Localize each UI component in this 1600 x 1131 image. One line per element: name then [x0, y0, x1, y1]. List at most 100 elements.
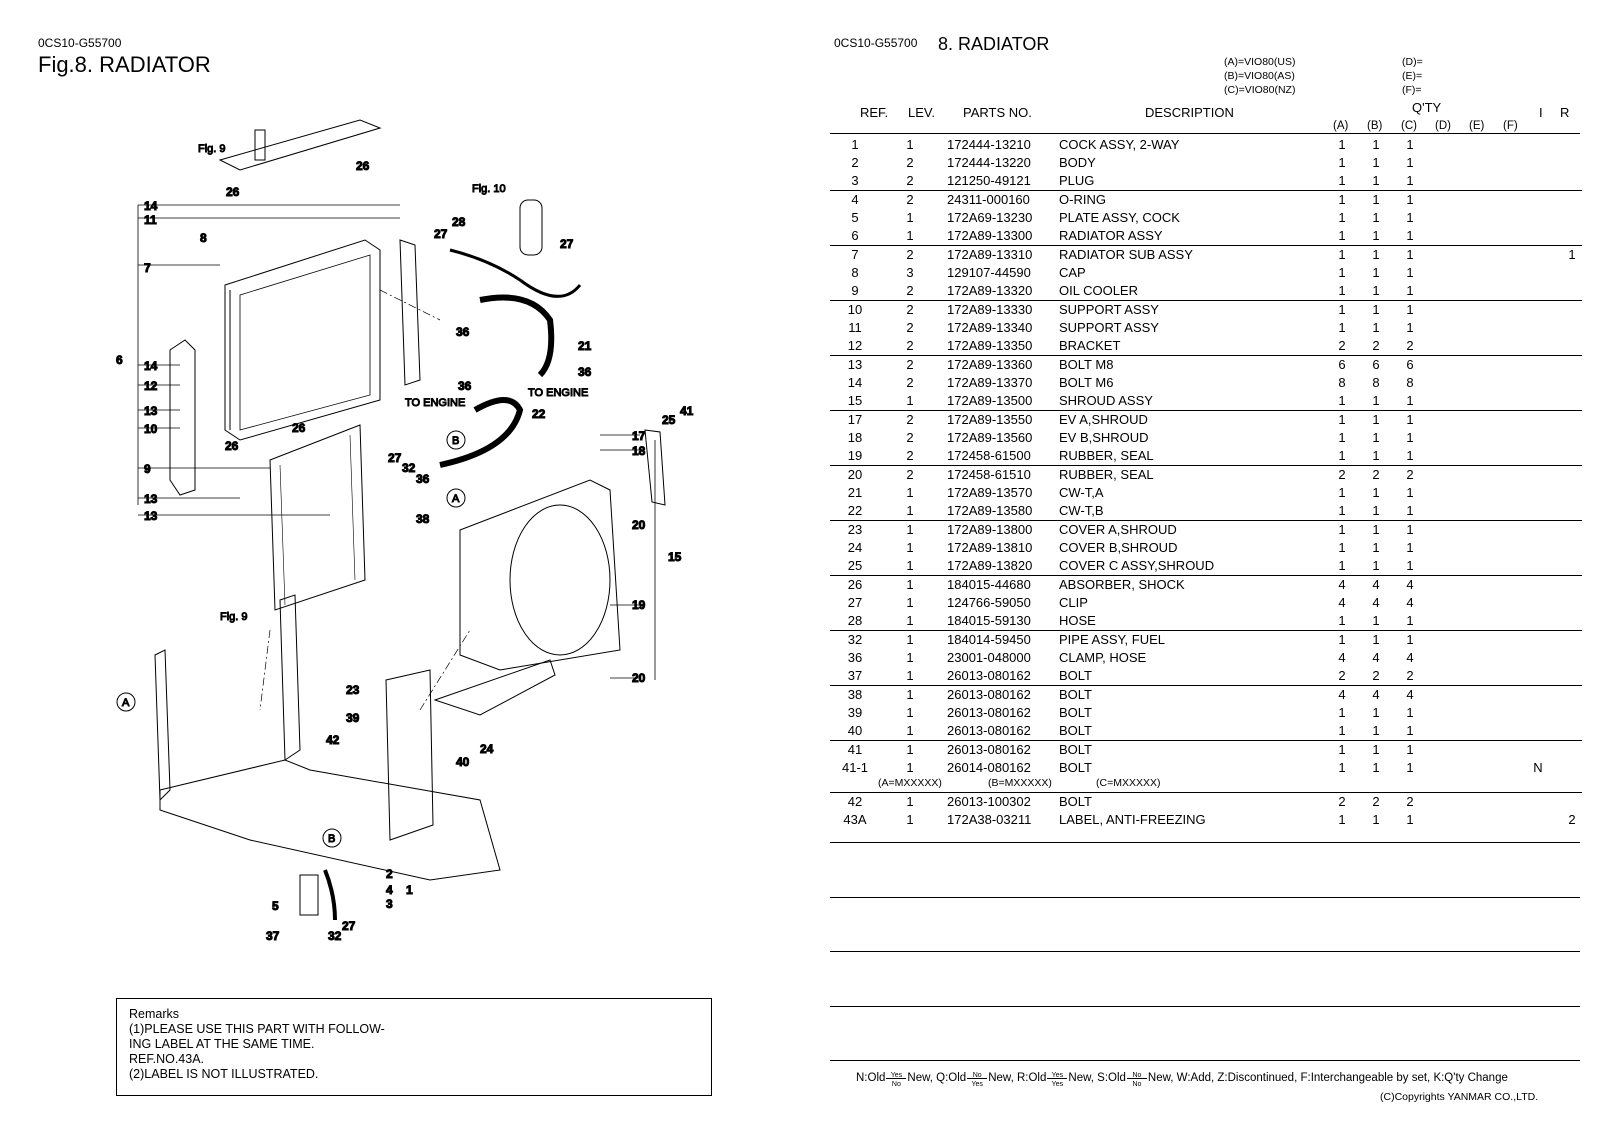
num-1: 1	[406, 883, 413, 897]
num-23: 23	[346, 683, 360, 697]
num-28: 28	[452, 215, 466, 229]
cell-qty-b: 2	[1372, 668, 1380, 683]
cell-qty-c: 8	[1406, 375, 1414, 390]
cell-ref: 28	[847, 613, 863, 628]
cell-parts-no: 24311-000160	[947, 192, 1030, 207]
cell-qty-c: 1	[1406, 173, 1414, 188]
cell-parts-no: 26013-080162	[947, 742, 1031, 757]
legend-no: No	[1132, 1081, 1142, 1088]
cell-ref: 39	[847, 705, 863, 720]
legend-no: No	[972, 1072, 982, 1079]
cell-lev: 2	[906, 412, 914, 427]
cell-parts-no: 172A89-13580	[947, 503, 1033, 518]
cell-parts-no: 172A89-13370	[947, 375, 1033, 390]
cell-parts-no: 172A89-13810	[947, 540, 1033, 555]
num-40: 40	[456, 755, 470, 769]
cell-qty-a: 1	[1338, 705, 1346, 720]
cell-qty-a: 1	[1338, 412, 1346, 427]
num-27a: 27	[434, 227, 448, 241]
legend-rest: New, W:Add, Z:Discontinued, F:Interchang…	[1147, 1072, 1508, 1085]
cell-qty-b: 1	[1372, 723, 1380, 738]
cell-ref: 10	[847, 302, 863, 317]
cell-description: BODY	[1059, 155, 1096, 170]
header-rule	[830, 133, 1580, 134]
cell-qty-a: 1	[1338, 540, 1346, 555]
num-12: 12	[144, 379, 158, 393]
num-27d: 27	[342, 919, 356, 933]
cell-parts-no: 184014-59450	[947, 632, 1031, 647]
cell-description: BOLT M6	[1059, 375, 1114, 390]
cell-qty-b: 1	[1372, 173, 1380, 188]
cell-parts-no: 172A89-13340	[947, 320, 1033, 335]
cell-description: LABEL, ANTI-FREEZING	[1059, 812, 1206, 827]
cell-parts-no: 172444-13220	[947, 155, 1031, 170]
cell-qty-c: 1	[1406, 613, 1414, 628]
cell-parts-no: 26013-080162	[947, 687, 1031, 702]
cell-qty-b: 1	[1372, 540, 1380, 555]
num-14b: 14	[144, 359, 158, 373]
cell-parts-no: 23001-048000	[947, 650, 1031, 665]
fan-shroud	[459, 429, 666, 671]
cell-qty-a: 1	[1338, 812, 1346, 827]
cell-qty-c: 1	[1406, 632, 1414, 647]
cell-qty-c: 1	[1406, 448, 1414, 463]
cell-ref: 6	[851, 228, 859, 243]
cell-qty-c: 1	[1406, 540, 1414, 555]
cell-qty-b: 1	[1372, 265, 1380, 280]
cell-ref: 9	[851, 283, 859, 298]
cell-qty-c: 1	[1406, 228, 1414, 243]
cell-qty-a: 1	[1338, 302, 1346, 317]
cell-ref: 42	[847, 794, 863, 809]
cell-description: ABSORBER, SHOCK	[1059, 577, 1185, 592]
cell-description: OIL COOLER	[1059, 283, 1138, 298]
serial-note-a: (A=MXXXXX)	[878, 777, 942, 789]
cell-qty-a: 1	[1338, 448, 1346, 463]
cell-qty-c: 1	[1406, 393, 1414, 408]
cell-parts-no: 124766-59050	[947, 595, 1031, 610]
cell-qty-a: 4	[1338, 650, 1346, 665]
cell-qty-b: 1	[1372, 137, 1380, 152]
cell-description: BOLT	[1059, 760, 1092, 775]
cell-lev: 1	[906, 485, 914, 500]
cell-lev: 2	[906, 173, 914, 188]
col-header-b: (B)	[1367, 120, 1383, 132]
cell-qty-b: 4	[1372, 687, 1380, 702]
cell-ref: 24	[847, 540, 863, 555]
cell-qty-c: 1	[1406, 412, 1414, 427]
num-21: 21	[578, 339, 592, 353]
col-header-d: (D)	[1435, 120, 1451, 132]
cell-qty-b: 4	[1372, 595, 1380, 610]
cell-qty-a: 1	[1338, 723, 1346, 738]
cell-lev: 2	[906, 247, 914, 262]
cell-lev: 2	[906, 320, 914, 335]
cell-ref: 21	[847, 485, 863, 500]
to-engine-label-2: TO ENGINE	[405, 397, 465, 409]
radiator-exploded-diagram: Fig. 9 Fig. 10 Fig. 9 TO ENGINE TO ENGIN…	[116, 119, 694, 944]
serial-note-b: (B=MXXXXX)	[988, 777, 1052, 789]
cell-ref: 20	[847, 467, 863, 482]
cell-parts-no: 172A89-13350	[947, 338, 1033, 353]
cell-ref: 27	[847, 595, 863, 610]
cell-description: CW-T,B	[1059, 503, 1104, 518]
cell-description: COCK ASSY, 2-WAY	[1059, 137, 1180, 152]
cell-parts-no: 184015-44680	[947, 577, 1031, 592]
num-14a: 14	[144, 199, 158, 213]
cell-parts-no: 172A89-13300	[947, 228, 1033, 243]
cell-qty-a: 1	[1338, 503, 1346, 518]
cell-qty-b: 2	[1372, 794, 1380, 809]
serial-note-row: (A=MXXXXX)(B=MXXXXX)(C=MXXXXX)	[830, 777, 1582, 793]
cell-description: BRACKET	[1059, 338, 1121, 353]
cell-qty-b: 1	[1372, 742, 1380, 757]
num-32b: 32	[328, 929, 342, 943]
cell-qty-a: 2	[1338, 668, 1346, 683]
cell-qty-a: 1	[1338, 760, 1346, 775]
